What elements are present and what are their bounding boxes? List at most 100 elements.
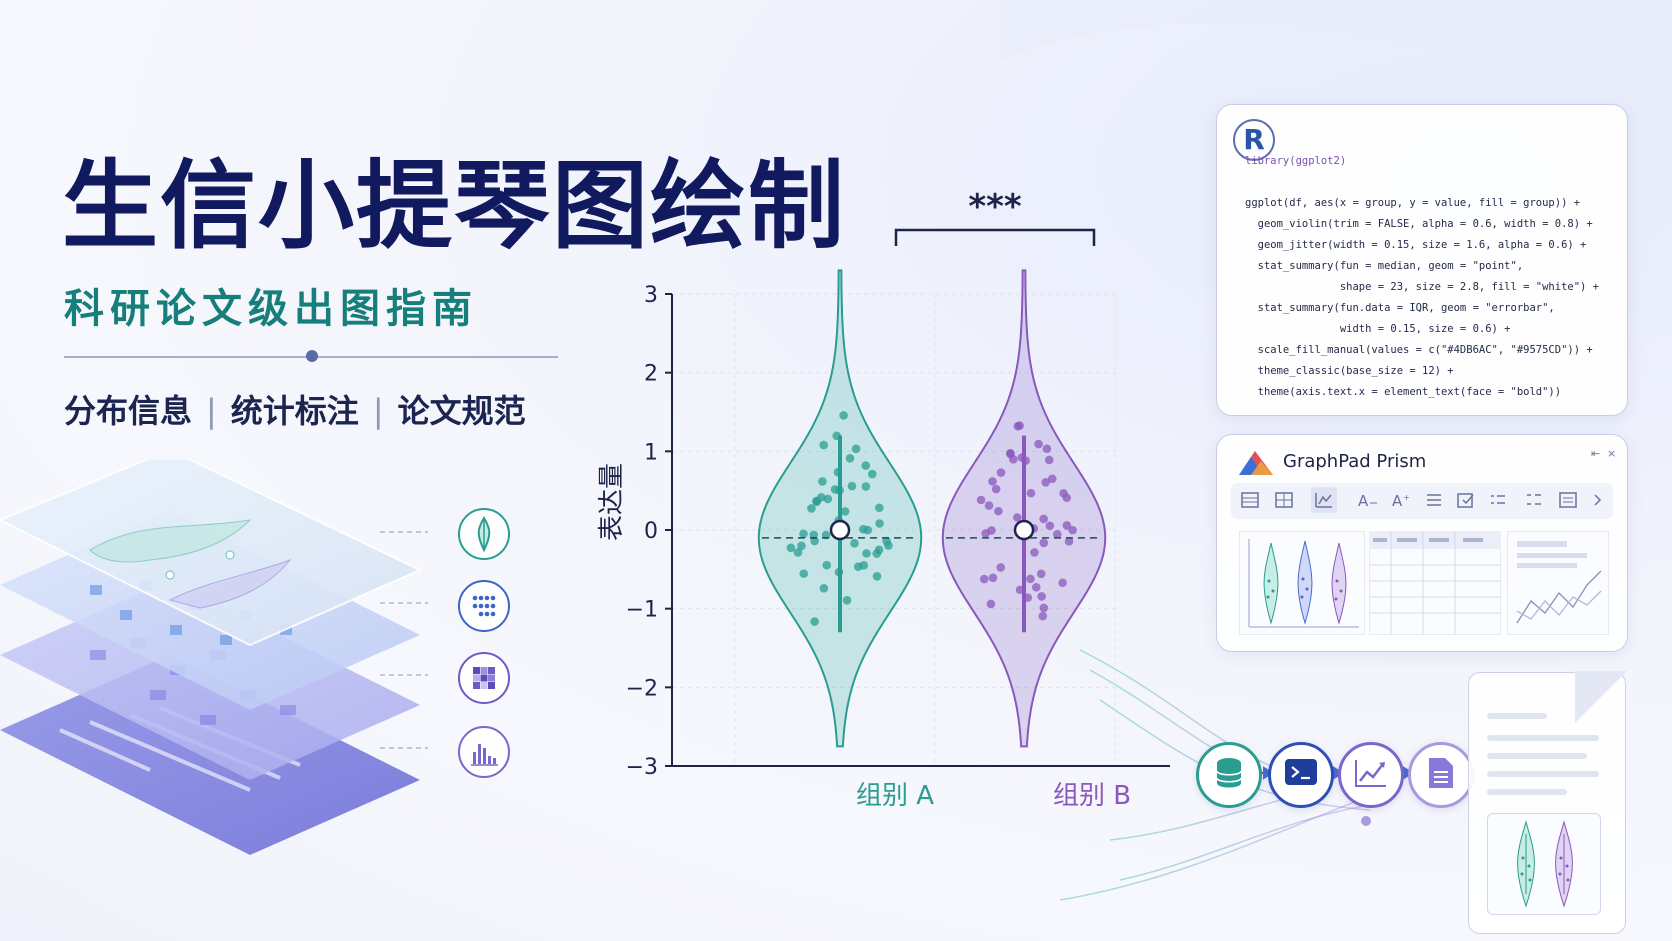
code-line: theme_classic(base_size = 12) +	[1245, 365, 1454, 377]
jitter-point	[874, 545, 884, 555]
jitter-point	[1026, 574, 1035, 584]
jitter-point	[818, 477, 827, 486]
jitter-point	[867, 469, 877, 479]
grid-icon[interactable]	[1275, 491, 1293, 509]
jitter-point	[986, 599, 996, 609]
jitter-point	[1042, 444, 1052, 454]
tag-standards: 论文规范	[397, 392, 526, 430]
code-line: scale_fill_manual(values = c("#4DB6AC", …	[1245, 344, 1593, 356]
code-line: stat_summary(fun = median, geom = "point…	[1245, 260, 1524, 272]
jitter-point	[851, 444, 861, 454]
significance-bracket	[894, 228, 1096, 246]
violin-series	[757, 269, 1107, 748]
jitter-point	[823, 494, 833, 504]
jitter-point	[1039, 514, 1048, 524]
y-tick-label: 2	[644, 362, 658, 387]
jitter-point	[839, 411, 848, 420]
svg-text:+: +	[1403, 493, 1410, 502]
jitter-point	[1009, 455, 1018, 464]
jitter-point	[807, 504, 816, 513]
database-icon	[1196, 742, 1262, 808]
list-icon[interactable]	[1489, 491, 1507, 509]
jitter-point	[1052, 529, 1062, 539]
jitter-point	[875, 503, 884, 513]
graph-icon[interactable]	[1311, 487, 1337, 513]
divider-dot	[306, 350, 318, 362]
y-tick-label: −2	[626, 676, 658, 701]
y-tick-label: −1	[626, 598, 658, 623]
x-tick-label-a: 组别 A	[856, 781, 934, 811]
prism-line-chart-preview	[1507, 531, 1609, 635]
table-icon[interactable]	[1241, 491, 1259, 509]
jitter-point	[991, 484, 1001, 494]
layout-icon[interactable]	[1525, 491, 1543, 509]
jitter-point	[862, 549, 871, 558]
jitter-point	[1012, 513, 1022, 522]
doc-line	[1487, 713, 1547, 719]
jitter-point	[1044, 455, 1054, 465]
doc-violin-thumbnail	[1487, 813, 1601, 915]
jitter-point	[786, 543, 796, 553]
jitter-point	[799, 569, 809, 578]
jitter-point	[984, 501, 994, 510]
tag-distribution: 分布信息	[64, 392, 193, 430]
tag-statistics: 统计标注	[230, 392, 359, 430]
feature-tagline: 分布信息|统计标注|论文规范	[64, 386, 526, 432]
jitter-point	[799, 529, 808, 539]
prism-violin-preview	[1239, 531, 1365, 635]
chevron-right-icon[interactable]	[1593, 491, 1603, 509]
jitter-point	[797, 541, 806, 551]
jitter-point	[793, 548, 803, 557]
prism-title: GraphPad Prism	[1283, 451, 1427, 472]
y-tick-label: −3	[626, 755, 658, 780]
output-document	[1468, 671, 1627, 934]
jitter-point	[1030, 548, 1039, 557]
collapse-icon[interactable]: ⇤	[1591, 447, 1601, 460]
settings-icon[interactable]	[1559, 491, 1577, 509]
x-tick-label-b: 组别 B	[1053, 781, 1131, 811]
jitter-point	[988, 573, 998, 583]
jitter-point	[1039, 603, 1049, 613]
jitter-point	[845, 453, 855, 463]
jitter-point	[842, 595, 852, 605]
code-line: library(ggplot2)	[1245, 155, 1347, 167]
significance-label: ***	[968, 187, 1022, 227]
heatmap-icon	[458, 652, 510, 704]
jitter-point	[1036, 569, 1046, 579]
layers-illustration	[0, 460, 428, 855]
code-line: geom_violin(trim = FALSE, alpha = 0.6, w…	[1245, 218, 1593, 230]
jitter-point	[840, 507, 850, 516]
jitter-point	[847, 481, 857, 491]
tag-separator: |	[206, 392, 217, 430]
median-marker	[829, 519, 851, 541]
jitter-point	[861, 461, 871, 470]
jitter-point	[872, 571, 882, 581]
jitter-point	[1068, 525, 1077, 535]
page-subtitle: 科研论文级出图指南	[64, 286, 478, 332]
jitter-point	[1038, 611, 1048, 621]
doc-line	[1487, 771, 1599, 777]
jitter-point	[1015, 421, 1024, 430]
jitter-point	[1058, 578, 1067, 588]
jitter-point	[1047, 474, 1057, 484]
close-icon[interactable]: ×	[1607, 447, 1617, 460]
align-icon[interactable]	[1425, 491, 1443, 509]
histogram-icon	[458, 726, 510, 778]
prism-toolbar: A A+	[1231, 483, 1613, 519]
jitter-point	[1034, 439, 1043, 449]
export-icon[interactable]	[1457, 491, 1475, 509]
jitter-point	[859, 524, 868, 534]
jitter-point	[994, 506, 1003, 516]
font-size-icon[interactable]: A+	[1391, 491, 1413, 509]
doc-line	[1487, 789, 1567, 795]
text-format-icon[interactable]: A	[1357, 491, 1379, 509]
jitter-point	[976, 495, 986, 505]
jitter-point	[859, 560, 869, 570]
document-icon	[1408, 742, 1474, 808]
doc-line	[1487, 735, 1599, 741]
code-line: width = 0.15, size = 0.6) +	[1245, 323, 1511, 335]
y-axis-label: 表达量	[597, 463, 627, 541]
y-tick-label: 0	[644, 519, 658, 544]
